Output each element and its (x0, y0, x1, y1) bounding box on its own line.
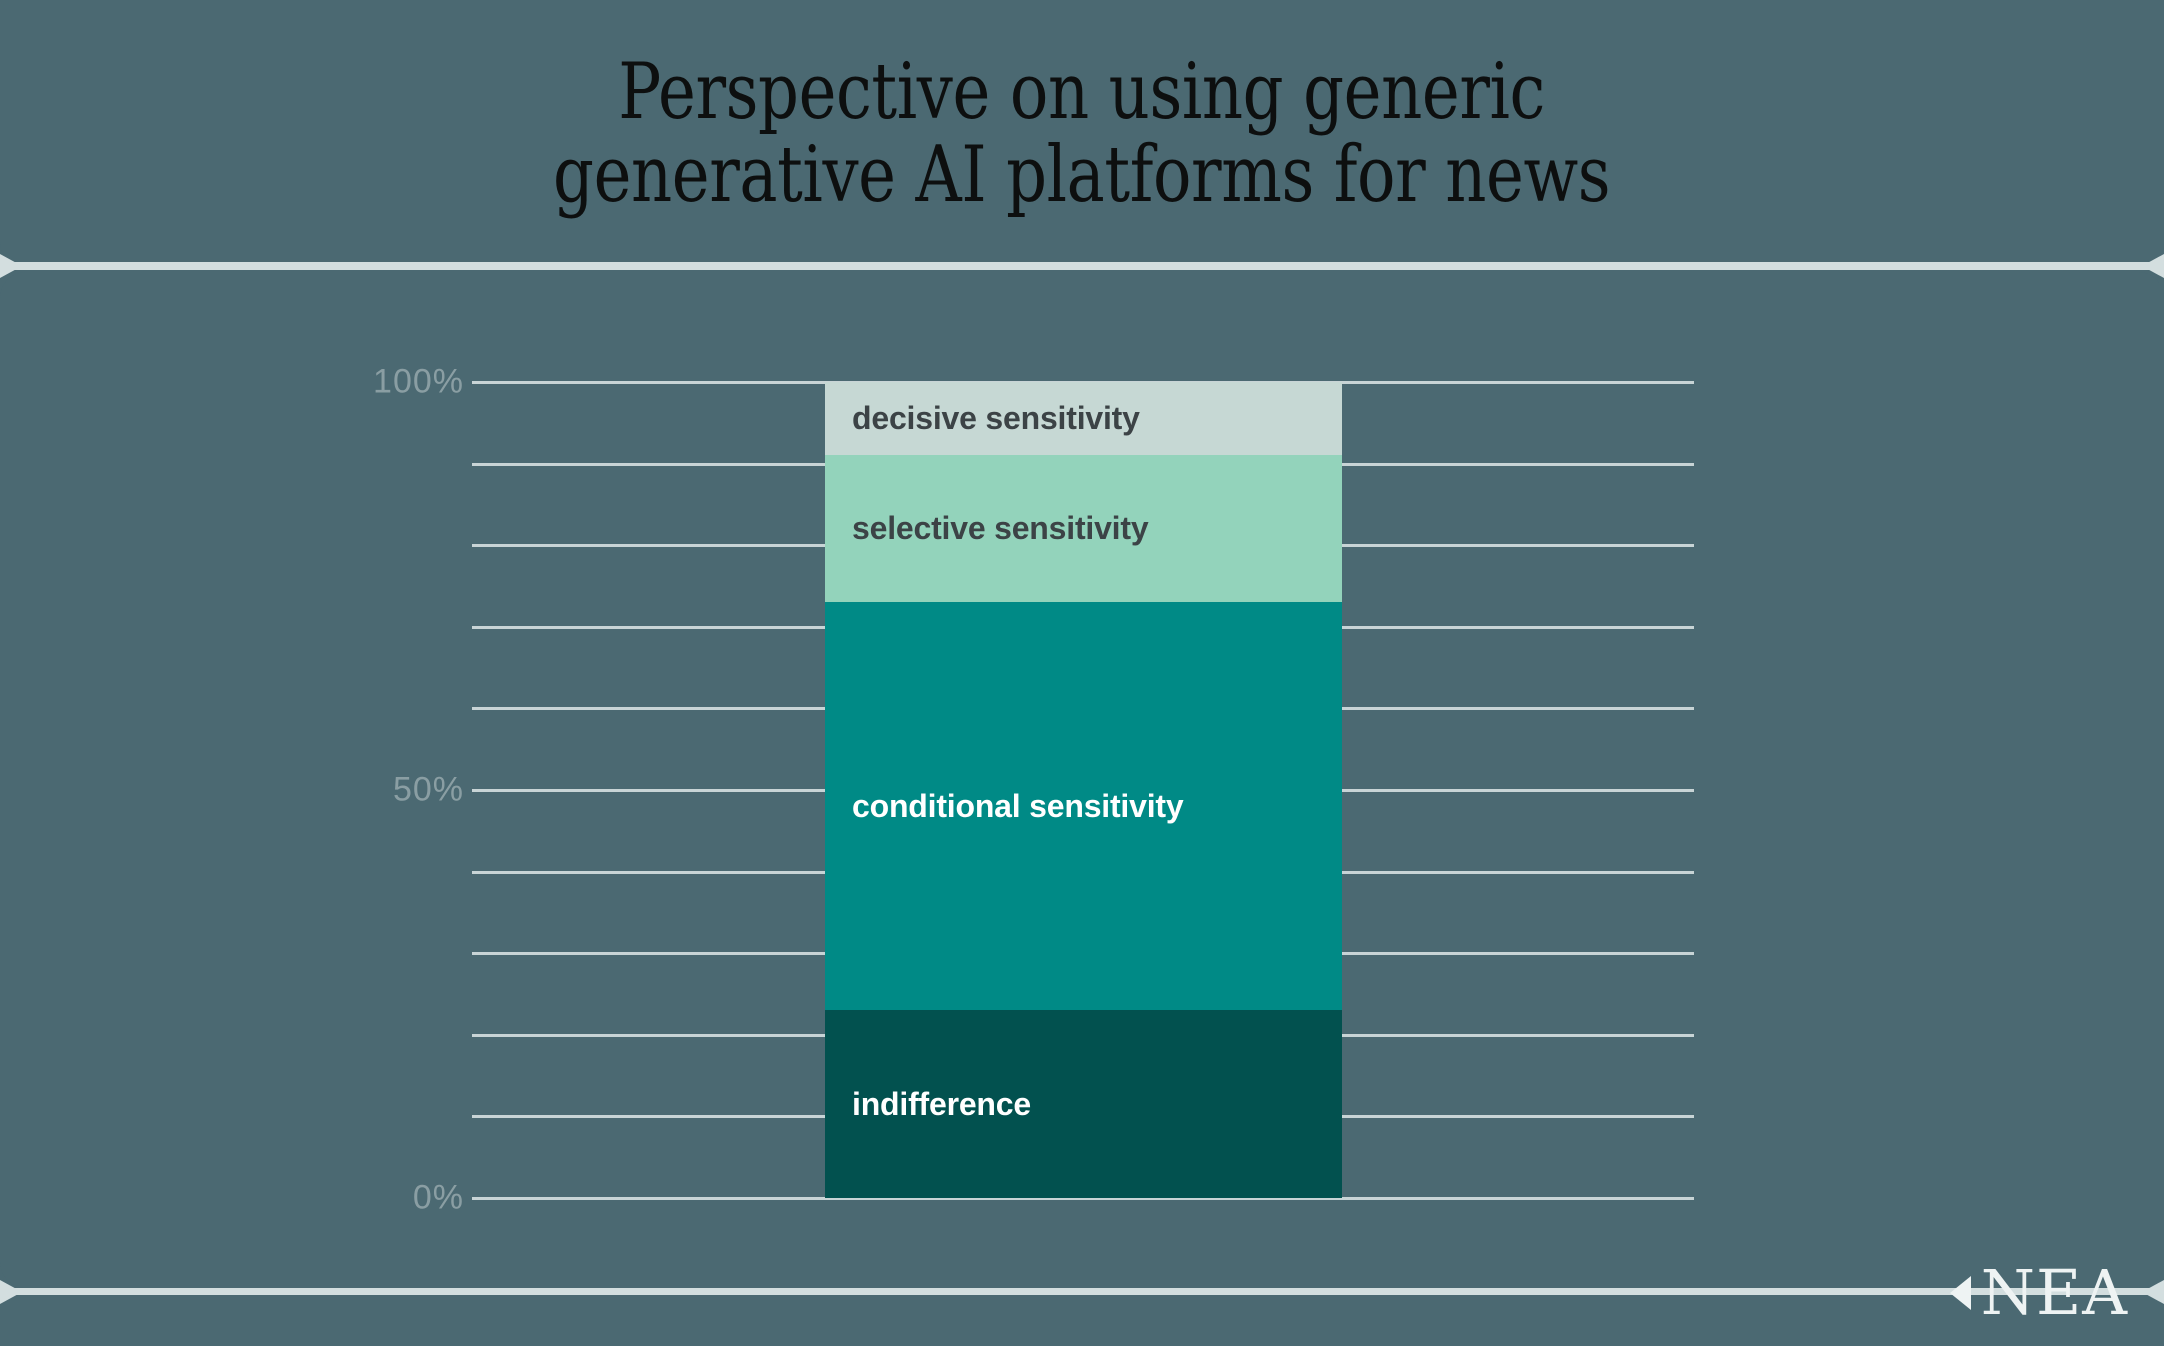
page-title: Perspective on using generic generative … (553, 47, 1611, 220)
logo-wordmark: NEA (1980, 1256, 2128, 1329)
title-card: Perspective on using generic generative … (0, 0, 2164, 268)
nea-logo: NEA (1949, 1256, 2128, 1329)
header-divider (0, 262, 2164, 270)
chart-card (0, 272, 2164, 1288)
left-triangle-icon (1949, 1276, 1971, 1310)
footer-divider (0, 1288, 2164, 1295)
